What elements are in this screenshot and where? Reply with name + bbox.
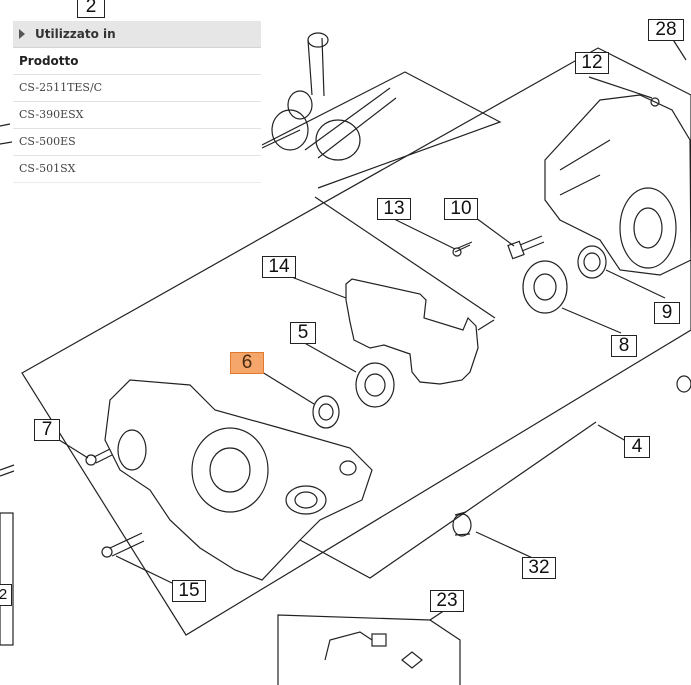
crankcase-assembly-frame: [21, 47, 691, 636]
callout-left-2[interactable]: 2: [0, 584, 12, 606]
crankcase-left-half: [104, 379, 373, 581]
callout-9[interactable]: 9: [654, 302, 680, 324]
product-row-4[interactable]: CS-501SX: [13, 156, 261, 183]
callout-6[interactable]: 6: [230, 352, 264, 374]
callout-13[interactable]: 13: [377, 198, 411, 220]
usage-panel-header[interactable]: Utilizzato in: [13, 21, 261, 48]
callout-8[interactable]: 8: [611, 335, 637, 357]
product-column-header: Prodotto: [13, 48, 261, 75]
callout-7[interactable]: 7: [34, 419, 60, 441]
callout-2[interactable]: 2: [77, 0, 105, 18]
ignition-parts-frame: [277, 614, 461, 685]
crankcase-right-half: [544, 94, 691, 276]
product-row-2[interactable]: CS-390ESX: [13, 102, 261, 129]
gasket-14: [345, 278, 479, 385]
callout-10[interactable]: 10: [444, 198, 478, 220]
callout-12[interactable]: 12: [575, 52, 609, 74]
usage-panel-title: Utilizzato in: [35, 27, 116, 41]
product-row-1[interactable]: CS-2511TES/C: [13, 75, 261, 102]
callout-4[interactable]: 4: [624, 436, 650, 458]
callout-32[interactable]: 32: [522, 557, 556, 579]
callout-5[interactable]: 5: [290, 322, 316, 344]
product-row-3[interactable]: CS-500ES: [13, 129, 261, 156]
triangle-right-icon: [19, 29, 25, 39]
callout-28[interactable]: 28: [648, 19, 684, 41]
callout-23[interactable]: 23: [430, 590, 464, 612]
usage-panel: Utilizzato in Prodotto CS-2511TES/C CS-3…: [13, 21, 261, 183]
callout-15[interactable]: 15: [172, 580, 206, 602]
callout-14[interactable]: 14: [262, 256, 296, 278]
